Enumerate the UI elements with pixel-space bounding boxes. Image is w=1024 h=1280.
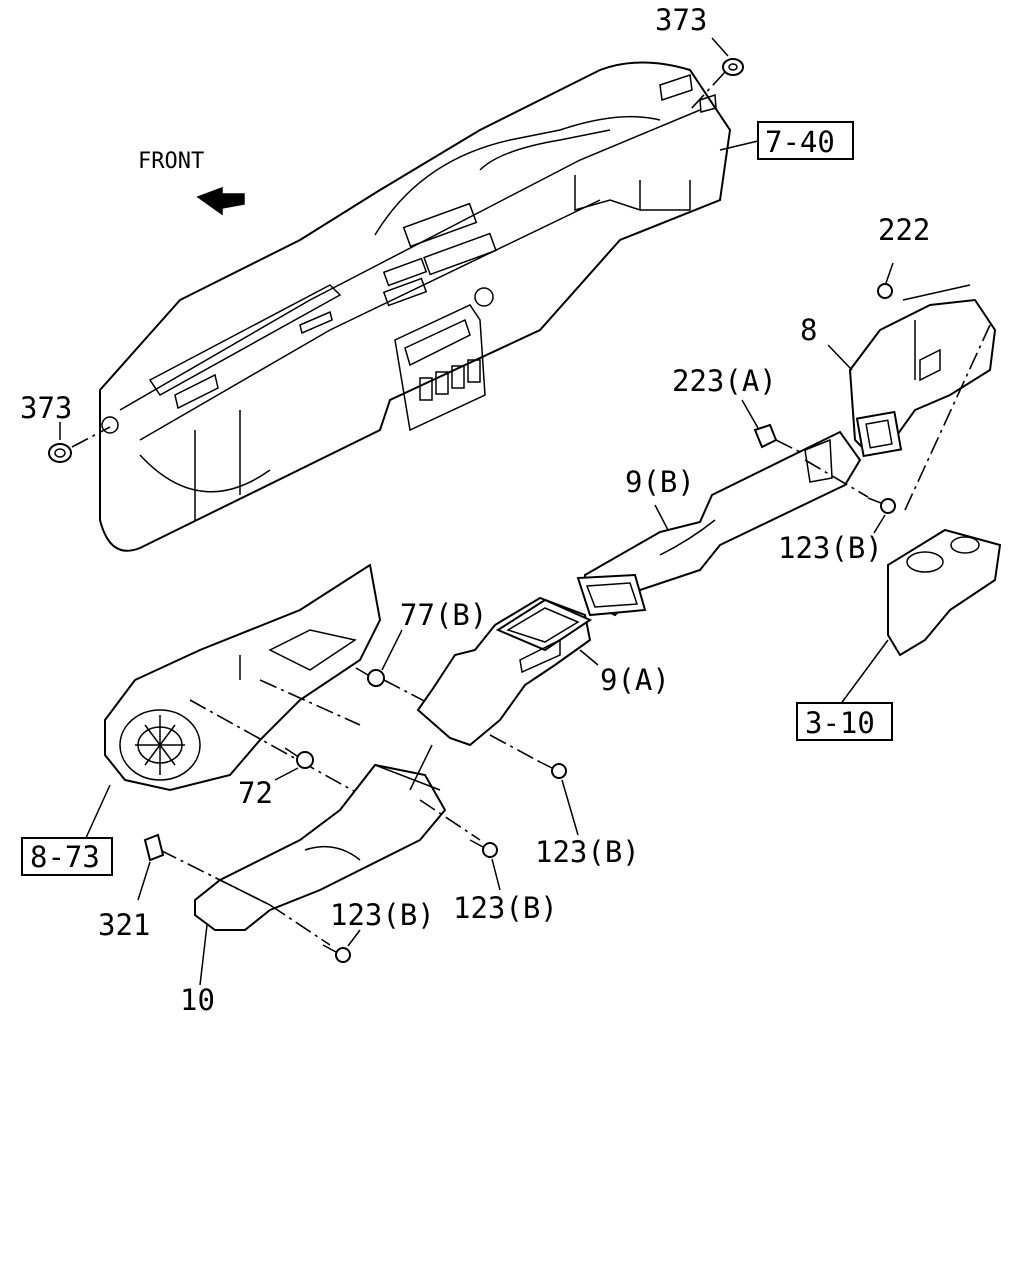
part-321-clip: 321 bbox=[98, 833, 165, 942]
label-9b: 9(B) bbox=[625, 465, 695, 499]
label-9a: 9(A) bbox=[600, 663, 670, 697]
part-123b-screw-1: 123(B) bbox=[778, 459, 896, 565]
part-223a-clip: 223(A) bbox=[672, 364, 801, 453]
ref-7-40-text: 7-40 bbox=[765, 125, 835, 159]
ref-8-73-text: 8-73 bbox=[30, 840, 100, 874]
part-3-10-bracket: 3-10 bbox=[796, 324, 1002, 741]
label-72: 72 bbox=[238, 776, 273, 810]
part-222-clip: 222 bbox=[877, 213, 930, 299]
part-9a-duct: 9(A) bbox=[416, 596, 670, 747]
part-123b-screw-4: 123(B) bbox=[322, 898, 435, 963]
part-373-left: 373 bbox=[20, 391, 111, 463]
label-10: 10 bbox=[180, 983, 215, 1017]
part-373-top: 373 bbox=[655, 3, 744, 111]
part-9b-duct: 9(B) bbox=[576, 430, 862, 617]
label-123b-2: 123(B) bbox=[535, 835, 640, 869]
front-direction-indicator: FRONT bbox=[138, 149, 245, 216]
part-77b-bolt: 77(B) bbox=[355, 598, 487, 731]
label-123b-4: 123(B) bbox=[330, 898, 435, 932]
label-77b: 77(B) bbox=[400, 598, 487, 632]
label-321: 321 bbox=[98, 908, 150, 942]
front-arrow-icon bbox=[196, 186, 245, 216]
label-223a: 223(A) bbox=[672, 364, 777, 398]
label-222: 222 bbox=[878, 213, 930, 247]
ref-3-10-text: 3-10 bbox=[805, 706, 875, 740]
part-8-73-blower: 8-73 bbox=[21, 563, 382, 876]
label-373-top: 373 bbox=[655, 3, 707, 37]
part-72-bolt: 72 bbox=[238, 747, 314, 810]
label-373-left: 373 bbox=[20, 391, 72, 425]
part-8-duct: 8 bbox=[800, 284, 997, 458]
part-10-duct: 10 bbox=[159, 744, 481, 1017]
label-123b-3: 123(B) bbox=[453, 891, 558, 925]
ref-7-40: 7-40 bbox=[719, 121, 854, 160]
instrument-panel bbox=[99, 61, 732, 552]
label-123b-1: 123(B) bbox=[778, 531, 883, 565]
part-123b-screw-2: 123(B) bbox=[489, 734, 640, 869]
part-123b-screw-3: 123(B) bbox=[453, 839, 558, 925]
label-8: 8 bbox=[800, 313, 817, 347]
front-label: FRONT bbox=[138, 149, 204, 174]
